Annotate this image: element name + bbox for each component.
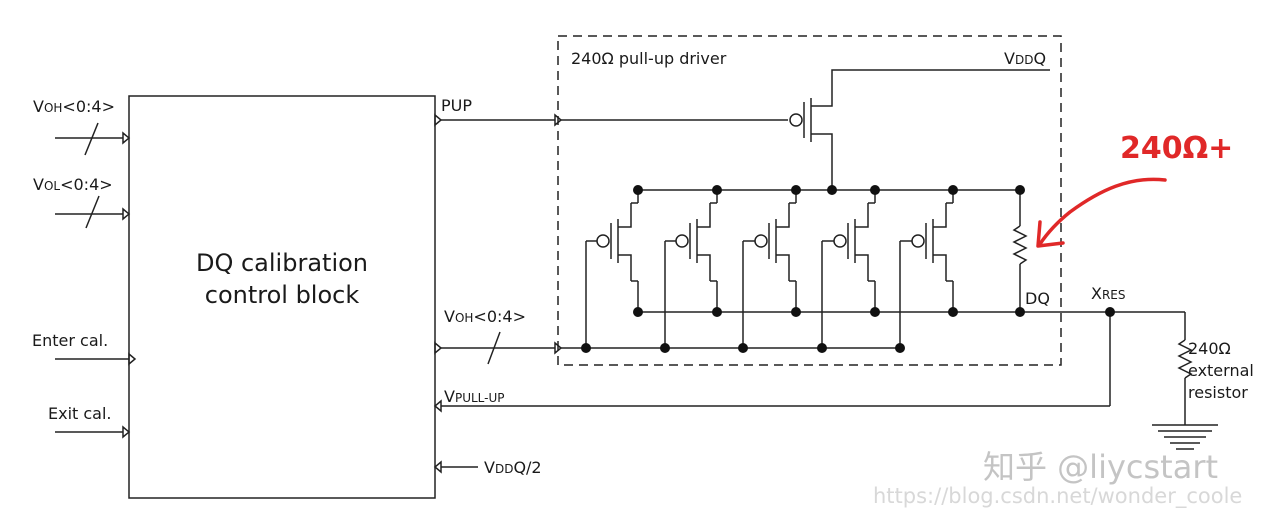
external-resistor-value: 240Ω [1188, 339, 1231, 358]
dq-label: DQ [1025, 289, 1050, 308]
pullup-driver-box [557, 35, 1062, 366]
annotation-label: 240Ω+ [1120, 131, 1233, 166]
pmos-leg-1 [585, 190, 639, 348]
pmos-leg-5 [899, 190, 954, 348]
block-title-line2: control block [205, 281, 360, 309]
input-enter-cal-label: Enter cal. [32, 331, 108, 350]
ground-icon [1152, 424, 1218, 450]
external-resistor [1177, 312, 1193, 425]
xres-label: XRES [1091, 284, 1126, 303]
external-resistor-label-2: resistor [1188, 383, 1248, 402]
pmos-leg-4 [821, 190, 876, 348]
output-vpullup-label: VPULL-UP [444, 387, 504, 406]
output-vddq2-label: VDDQ/2 [484, 458, 542, 477]
pmos-leg-2 [664, 190, 718, 348]
output-voh-label: VOH<0:4> [444, 307, 526, 326]
external-resistor-label-1: external [1188, 361, 1254, 380]
input-vol-label: VOL<0:4> [33, 175, 113, 194]
internal-resistor [1012, 190, 1028, 312]
driver-title: 240Ω pull-up driver [571, 49, 727, 68]
output-pup-label: PUP [441, 96, 472, 115]
block-title-line1: DQ calibration [196, 249, 368, 277]
watermark-brand: 知乎 @liycstart [983, 448, 1218, 486]
pup-transistor [789, 69, 1050, 190]
control-block [128, 95, 436, 499]
watermark-url: https://blog.csdn.net/wonder_coole [873, 484, 1242, 509]
pmos-leg-3 [742, 190, 797, 348]
junction-dots [581, 185, 1115, 353]
annotation-arrow [1038, 177, 1167, 246]
vddq-label: VDDQ [1004, 49, 1046, 68]
input-exit-cal-label: Exit cal. [48, 404, 112, 423]
input-voh-label: VOH<0:4> [33, 97, 115, 116]
